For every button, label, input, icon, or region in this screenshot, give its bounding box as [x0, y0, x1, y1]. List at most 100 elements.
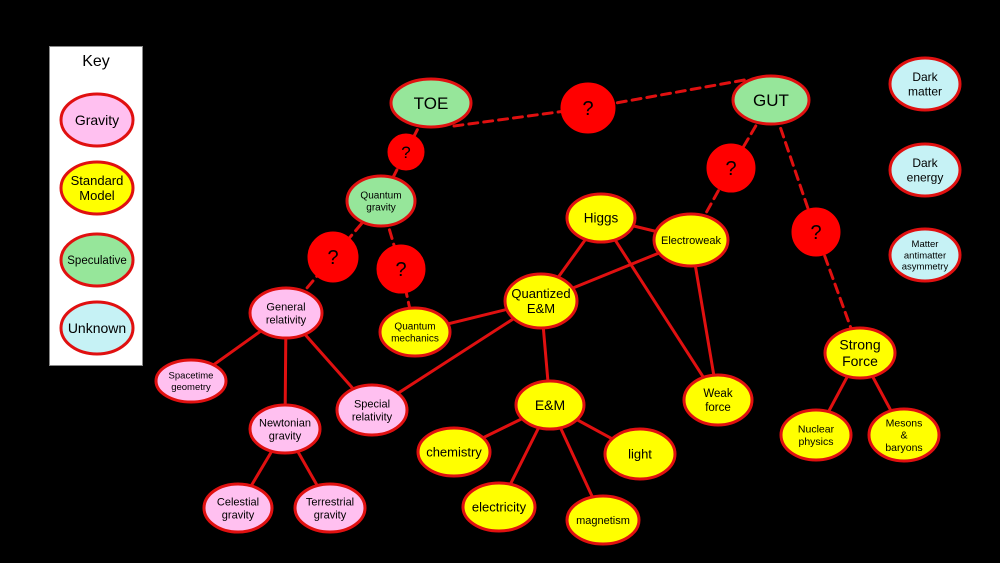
legend-title: Key — [82, 53, 110, 70]
node-gut: GUT — [731, 74, 811, 126]
node-shape-special-relativity — [335, 383, 409, 437]
node-label-q5: ? — [327, 247, 338, 269]
node-label-q6: ? — [395, 259, 406, 281]
node-shape-quantized-em — [503, 272, 579, 330]
node-shape-q3 — [706, 143, 756, 193]
node-shape-nuclear-physics — [779, 408, 853, 462]
node-shape-electroweak — [652, 212, 730, 268]
node-q1: ? — [560, 82, 616, 134]
node-label-electricity: electricity — [472, 500, 527, 515]
node-label-chemistry: chemistry — [426, 445, 482, 460]
node-label-light: light — [628, 447, 652, 462]
node-shape-newtonian-gravity — [248, 403, 322, 455]
node-higgs: Higgs — [565, 192, 637, 244]
node-label-q4: ? — [810, 222, 821, 244]
legend-swatch-speculative — [59, 232, 135, 288]
legend-label-gravity: Gravity — [75, 112, 119, 128]
node-q3: ? — [706, 143, 756, 193]
node-shape-q2 — [387, 133, 425, 171]
node-em: E&M — [514, 379, 586, 431]
node-light: light — [603, 427, 677, 481]
node-label-toe: TOE — [414, 94, 449, 113]
node-label-q2: ? — [401, 143, 410, 162]
node-shape-light — [603, 427, 677, 481]
node-shape-general-relativity — [248, 286, 324, 340]
legend-item-speculative: Speculative — [59, 232, 135, 288]
node-chemistry: chemistry — [416, 426, 492, 478]
node-magnetism: magnetism — [565, 494, 641, 546]
node-shape-q4 — [791, 207, 841, 257]
node-label-q3: ? — [725, 158, 736, 180]
node-electricity: electricity — [461, 481, 537, 533]
node-shape-quantum-gravity — [345, 174, 417, 228]
node-label-higgs: Higgs — [584, 211, 619, 226]
node-toe: TOE — [389, 77, 473, 129]
node-q5: ? — [307, 231, 359, 283]
node-shape-strong-force — [823, 326, 897, 380]
node-label-mesons-baryons: Mesons&baryons — [885, 417, 922, 454]
node-q6: ? — [376, 244, 426, 294]
node-shape-dark-matter — [888, 56, 962, 112]
node-shape-q6 — [376, 244, 426, 294]
node-shape-toe — [389, 77, 473, 129]
node-shape-chemistry — [416, 426, 492, 478]
legend-swatch-gravity — [59, 92, 135, 148]
node-shape-magnetism — [565, 494, 641, 546]
legend-label-unknown: Unknown — [68, 320, 126, 336]
node-label-gut: GUT — [753, 91, 789, 110]
node-shape-gut — [731, 74, 811, 126]
node-label-electroweak: Electroweak — [661, 235, 721, 247]
node-electroweak: Electroweak — [652, 212, 730, 268]
node-shape-q1 — [560, 82, 616, 134]
legend-swatch-unknown — [59, 300, 135, 356]
node-q4: ? — [791, 207, 841, 257]
node-shape-weak-force — [682, 373, 754, 427]
legend-label-speculative: Speculative — [67, 255, 126, 267]
node-shape-em — [514, 379, 586, 431]
legend-item-unknown: Unknown — [59, 300, 135, 356]
node-shape-q5 — [307, 231, 359, 283]
node-label-q1: ? — [582, 98, 593, 120]
node-shape-higgs — [565, 192, 637, 244]
legend-swatch-standard — [59, 160, 135, 216]
node-label-em: E&M — [535, 397, 565, 413]
node-shape-mesons-baryons — [867, 407, 941, 463]
node-shape-spacetime-geometry — [154, 358, 228, 404]
node-q2: ? — [387, 133, 425, 171]
node-mesons-baryons: Mesons&baryons — [867, 407, 941, 463]
